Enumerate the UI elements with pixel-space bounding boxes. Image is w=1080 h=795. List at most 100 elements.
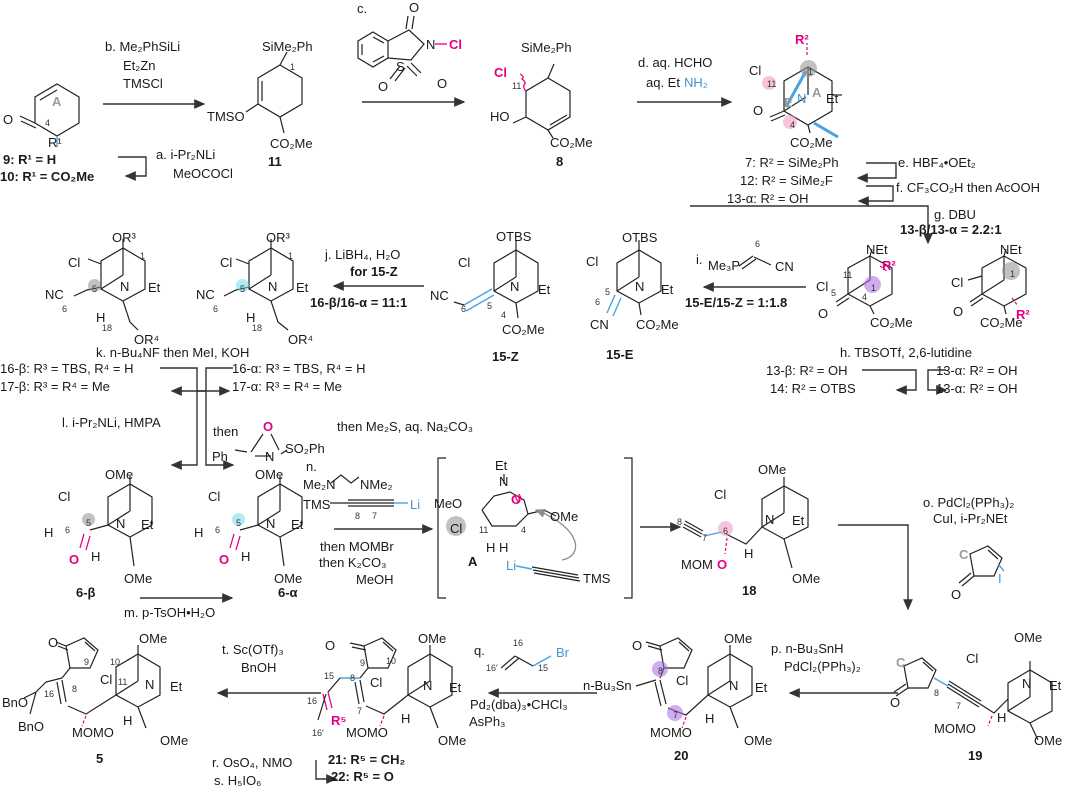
locant-8: 8 [350,673,356,683]
skeleton-allyl-bromide [500,655,552,671]
highlight-c5 [232,513,245,526]
locant-5: 5 [236,518,242,528]
group-NC: NC [196,287,215,302]
skeleton-compound-21-22 [317,637,453,729]
locant-11: 11 [118,677,128,687]
step-h: h. TBSOTf, 2,6-lutidine [840,345,972,360]
locant-6: 6 [213,304,219,314]
atom-O-ketone: O [511,492,522,507]
atom-H: H [705,711,715,726]
group-MOMO: MOMO [650,725,692,740]
locant-8: 8 [72,684,78,694]
locant-6: 6 [595,297,601,307]
skeleton-compound-8 [512,63,571,139]
atom-N: N [499,474,509,489]
locant-1: 1 [871,283,877,293]
group-OMe-bottom: OMe [160,733,189,748]
compound-label-6b: 6-β [76,585,96,600]
atom-Cl: Cl [58,489,71,504]
oxaziridine-O: O [263,419,274,434]
step-d-line1: d. aq. HCHO [638,55,713,70]
locant-18: 18 [252,323,263,333]
atom-Cl: Cl [450,521,463,536]
step-a-line1: a. i-Pr₂NLi [156,147,216,162]
group-CO2Me: CO₂Me [270,136,313,151]
group-OMe-bottom: OMe [1034,733,1063,748]
compound-label-18: 18 [742,583,757,598]
def-7: 7: R² = SiMe₂Ph [745,155,839,170]
atom-N: N [116,516,126,531]
locant-5: 5 [831,288,837,298]
group-Et: Et [141,517,154,532]
skeleton-iodoenone [958,545,1005,587]
atom-N: N [765,512,775,527]
step-i: i. [696,252,703,267]
step-s: s. H₅IO₆ [214,773,262,788]
then-K2CO3: then K₂CO₃ [319,555,387,570]
highlight-c1 [800,60,817,77]
group-MOM: MOM [681,557,713,572]
step-p-line2: PdCl₂(PPh₃)₂ [784,659,861,674]
atom-Cl: Cl [951,275,964,290]
step-p-line1: p. n-Bu₃SnH [771,641,844,656]
locant-5: 5 [240,284,246,294]
group-MOMO: MOMO [72,725,114,740]
arrow-step-a [118,156,147,181]
skeleton-compound-5 [23,637,161,729]
group-R2: R² [882,258,896,273]
skeleton-oxaziridine [234,433,288,457]
group-OR4: OR⁴ [288,332,314,347]
tmeda-NMe2-left: Me₂N [303,477,336,492]
group-MOMO: MOMO [346,725,388,740]
skeleton-compound-9-10 [19,83,80,147]
locant-7: 7 [956,701,962,711]
label-A: A [468,554,478,569]
atom-Li: Li [506,558,517,573]
cat-AsPh3: AsPh₃ [469,714,506,729]
atom-Cl: Cl [208,489,221,504]
def-16a: 16-α: R³ = TBS, R⁴ = H [232,361,366,376]
locant-1: 1 [140,251,146,261]
locant-6: 6 [62,304,68,314]
arrow-step-h-alpha [927,369,948,395]
locant-11: 11 [767,79,777,89]
atom-N: N [266,516,276,531]
ratio-16: 16-β/16-α = 11:1 [310,295,408,310]
ring-label-C: C [896,655,906,670]
locant-1: 1 [288,251,294,261]
locant-16: 16 [307,696,318,706]
locant-18: 18 [102,323,113,333]
group-OTBS: OTBS [622,230,658,245]
atom-H: H [91,549,101,564]
atom-S: S [396,59,405,74]
compound-label-15E: 15-E [606,347,634,362]
atom-Cl: Cl [68,255,81,270]
group-Et: Et [661,282,674,297]
atom-H: H [997,710,1007,725]
atom-N: N [797,91,807,106]
locant-1: 1 [1010,269,1016,279]
atom-N: N [145,677,155,692]
compound-label-5: 5 [96,751,104,766]
locant-6: 6 [215,525,221,535]
def-17a: 17-α: R³ = R⁴ = Me [232,379,342,394]
group-Et: Et [148,280,161,295]
step-a-line2: MeOCOCl [173,166,233,181]
oxaziridine-SO2Ph: SO₂Ph [285,441,325,456]
step-b-line3: TMSCl [123,76,163,91]
locant-8: 8 [355,511,361,521]
def-14: 14: R² = OTBS [770,381,856,396]
def-13a-top: 13-α: R² = OH [936,363,1018,378]
group-Et: Et [826,91,839,106]
group-NEt: NEt [1000,242,1022,257]
